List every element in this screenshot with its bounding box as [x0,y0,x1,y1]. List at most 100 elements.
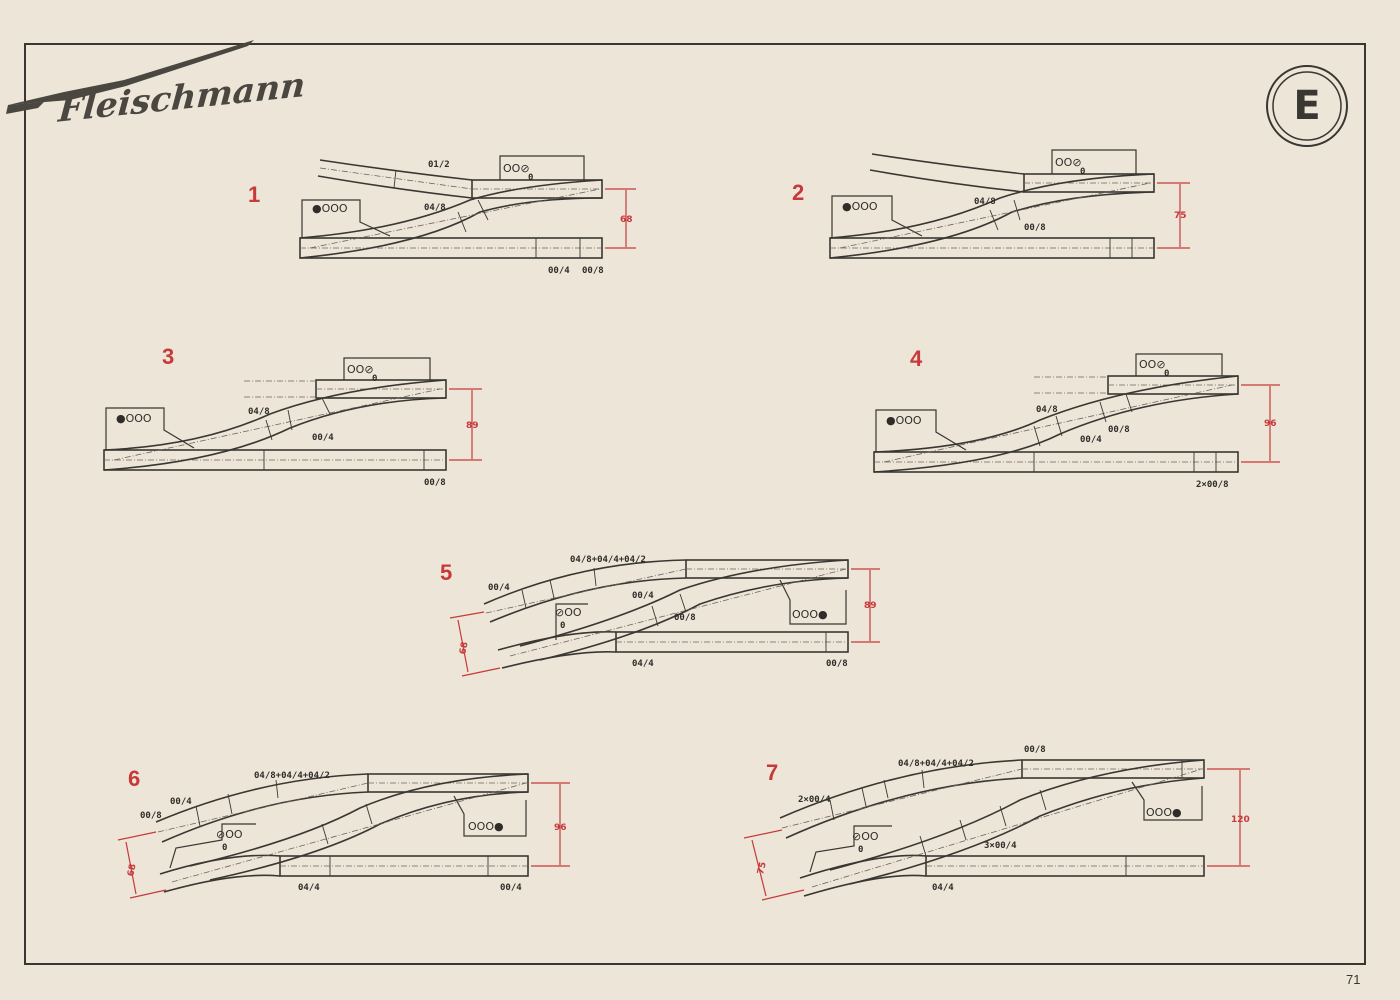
crossover-track [103,379,447,451]
switch-symbols-sub: 0 [222,843,227,853]
track-joint [275,779,279,799]
track-label: 04/8 [1036,405,1058,415]
dimension-line [751,839,767,897]
track-label: 00/8 [674,613,696,623]
track-joint [919,835,927,857]
switch-box [1051,149,1137,174]
diagram-number: 1 [248,182,260,207]
track-joint [393,169,397,189]
track-label: 00/4 [500,883,522,893]
track-joint [959,819,967,841]
signal-lamps: OOO● [1146,806,1182,819]
signal-box [875,409,967,452]
dimension-value: 89 [466,421,479,431]
signal-box [831,195,923,238]
badge-circle-icon [1266,65,1348,147]
switch-box [1135,353,1223,376]
badge-letter: E [1293,83,1321,129]
track-joint [457,211,467,233]
track-joint [1099,401,1107,423]
track-label: 04/4 [932,883,954,893]
track-joint [1013,199,1021,221]
track-joint [921,769,925,789]
track-joint [549,579,555,599]
diagram-5: 5 ⊘OO 0 OOO● 04/8+04/4+04/2 00/4 00/4 00… [440,555,880,677]
switch-symbols-sub: 0 [528,173,533,183]
crossover-track [829,191,1155,259]
track-centerline [319,167,473,190]
switch-symbols-sub: 0 [372,374,377,384]
curve-track [779,759,1023,819]
track-label: 00/8 [1024,223,1046,233]
dimension-tick [461,667,501,677]
track-centerline [811,768,1203,888]
diagram-4: 4 OO⊘ 0 ●OOO 04/8 00/4 00/8 2×00/8 96 [873,346,1280,490]
diagram-number: 6 [128,766,140,791]
curve-track [161,791,369,843]
crossover-track [873,393,1239,473]
diagram-number: 7 [766,760,778,785]
track-joint [829,799,835,821]
switch-symbols-sub: 0 [858,845,863,855]
crossover-track [209,791,529,881]
track-joint [365,803,373,825]
track-label: 04/8 [248,407,270,417]
track-label: 00/4 [170,797,192,807]
track-label: 00/8 [424,478,446,488]
track-joint [651,605,659,627]
track-label: 3×00/4 [984,841,1017,851]
switch-symbols: OO⊘ [347,363,374,376]
track-joint [989,209,999,231]
curve-track [869,169,1025,193]
track-label: 04/8+04/4+04/2 [570,555,646,565]
track-label: 04/8 [974,197,996,207]
diagram-1: 1 OO⊘ 0 ●OOO 01/2 04/8 00/4 00/8 [248,155,636,276]
signal-lamps: ●OOO [842,200,878,213]
signal-lamps: ●OOO [116,412,152,425]
logo-swoosh-icon [6,40,254,114]
curve-track [871,153,1025,175]
dimension-value: 89 [864,601,877,611]
dimension-value: 96 [1264,419,1277,429]
crossover-track [873,375,1239,453]
crossover-track [299,179,603,239]
page-number: 71 [1346,972,1361,987]
curve-track [155,773,369,823]
dimension-line [457,619,469,673]
track-joint [1055,415,1063,437]
track-centerline [309,188,601,249]
track-label: 00/8 [582,266,604,276]
track-joint [265,419,273,441]
switch-symbols: OO⊘ [503,162,530,175]
signal-lamps: OOO● [792,608,828,621]
curve-track [483,559,687,605]
track-label: 00/4 [548,266,570,276]
dimension-tick [129,889,167,899]
track-label: 2×00/4 [798,795,831,805]
curve-track [803,874,927,897]
track-joint [1125,393,1133,413]
track-label: 00/4 [488,583,510,593]
track-centerline [781,768,1023,829]
fleischmann-logo: Fleischmann [4,30,307,150]
track-centerline [509,568,847,657]
diagram-6: 6 ⊘OO 0 OOO● 04/8+04/4+04/2 00/8 00/4 04… [117,766,570,899]
diagram-2: 2 OO⊘ 0 ●OOO 04/8 00/8 75 [792,149,1190,259]
signal-box [779,579,847,625]
track-label: 04/8+04/4+04/2 [898,759,974,769]
track-joint [195,805,201,827]
dimension-tick [117,831,157,841]
track-label: 00/4 [1080,435,1102,445]
track-label: 00/8 [1024,745,1046,755]
curve-track [785,777,1023,839]
track-centerline [113,388,441,461]
signal-lamps: ●OOO [312,202,348,215]
switch-symbols: OO⊘ [1139,358,1166,371]
track-label: 04/4 [632,659,654,669]
page-frame [24,43,1366,965]
track-label: 04/8+04/4+04/2 [254,771,330,781]
track-joint [861,787,867,807]
curve-track [489,577,687,623]
track-joint [227,793,233,815]
